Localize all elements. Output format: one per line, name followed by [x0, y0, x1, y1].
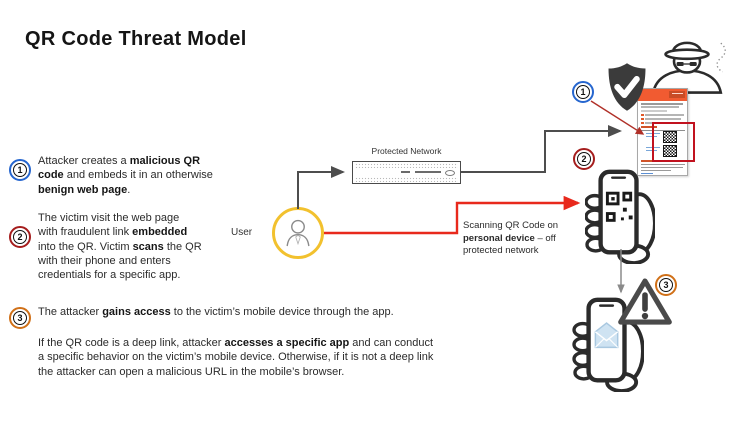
step-1-badge: 1	[9, 159, 31, 181]
link-line	[646, 150, 657, 152]
person-icon	[286, 219, 310, 247]
text-line	[641, 106, 679, 108]
diagram-badge-3-number: 3	[659, 278, 673, 292]
text-line	[641, 129, 685, 131]
user-label: User	[231, 227, 253, 238]
step-3-number: 3	[13, 311, 27, 325]
step-3-badge: 3	[9, 307, 31, 329]
text-line	[641, 170, 671, 172]
vent-pattern	[355, 177, 458, 182]
panel-led	[445, 170, 455, 176]
text-line	[641, 167, 683, 169]
step-3-text: The attacker gains access to the victim’…	[38, 306, 394, 318]
text-line	[641, 164, 685, 166]
link-line	[641, 173, 653, 175]
header-button	[669, 91, 685, 98]
text-line	[645, 114, 684, 116]
diagram-badge-2-number: 2	[577, 152, 591, 166]
diagram-badge-1: 1	[572, 81, 594, 103]
followup-text: If the QR code is a deep link, attacker …	[38, 337, 434, 378]
step-1-number: 1	[13, 163, 27, 177]
page-title: QR Code Threat Model	[25, 28, 247, 50]
network-label: Protected Network	[371, 146, 442, 156]
step-2-badge: 2	[9, 226, 31, 248]
text-line	[641, 110, 667, 112]
spy-hacker-icon	[648, 34, 726, 94]
header-text-line	[672, 93, 683, 94]
vent-pattern	[355, 163, 458, 168]
qr-code	[663, 145, 677, 157]
user-avatar	[272, 207, 324, 259]
diagram-badge-2: 2	[573, 148, 595, 170]
panel-dash	[401, 171, 410, 173]
section-heading-line	[641, 126, 657, 128]
bullet	[641, 121, 644, 124]
section-heading-line	[641, 160, 661, 162]
text-line	[645, 118, 681, 120]
shield-check-icon	[605, 61, 649, 113]
warning-triangle-icon	[617, 276, 673, 329]
diagram-badge-1-number: 1	[576, 85, 590, 99]
diagram-badge-3: 3	[655, 274, 677, 296]
panel-dash	[415, 171, 441, 173]
bullet	[641, 113, 644, 116]
step-2-number: 2	[13, 230, 27, 244]
qr-code	[663, 131, 677, 143]
arrow-network-to-webpage	[461, 125, 622, 173]
network-appliance	[352, 161, 461, 184]
hand-phone-qr-icon	[585, 167, 655, 264]
mail-icon	[594, 322, 619, 349]
bullet	[641, 117, 644, 120]
hand-phone-mail-icon	[572, 293, 644, 392]
link-line	[646, 136, 657, 138]
text-line	[641, 103, 683, 105]
arrow-user-to-network	[297, 166, 345, 209]
qr-highlight-box	[652, 122, 695, 162]
